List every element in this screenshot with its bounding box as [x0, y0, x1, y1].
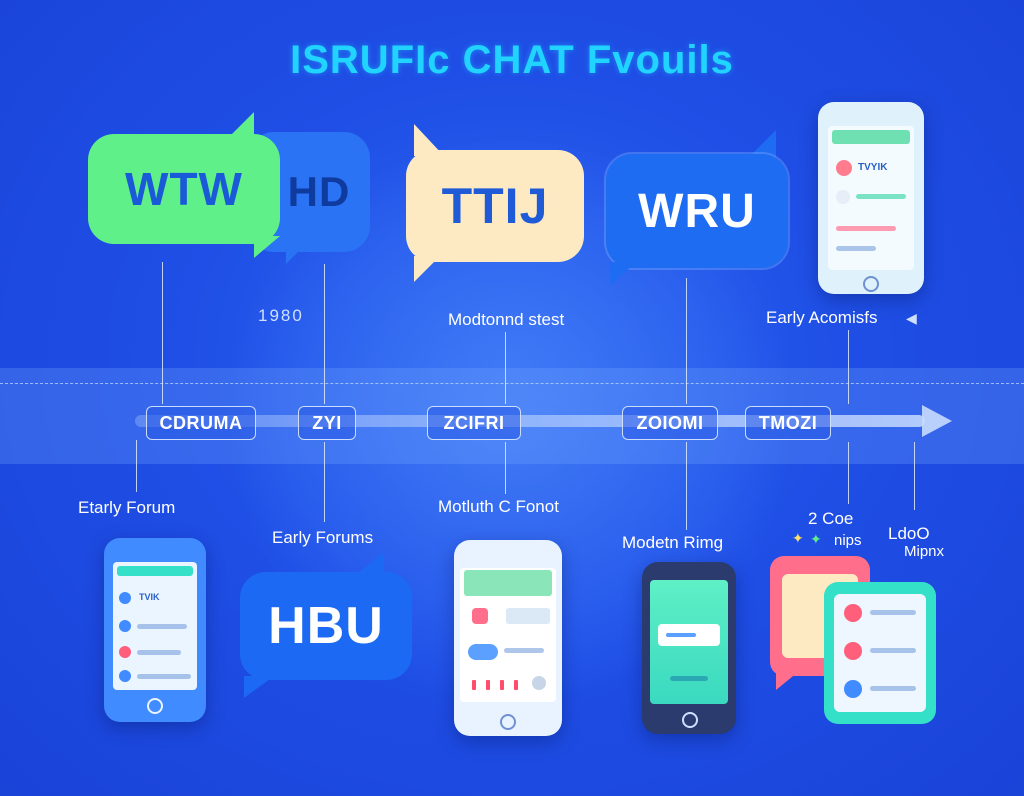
connector-line	[686, 278, 687, 404]
bubble-text: HBU	[268, 597, 384, 655]
caption-label: Early Forums	[272, 528, 374, 547]
text-bar	[504, 648, 544, 653]
avatar	[844, 604, 862, 622]
phone-screen: TVYIK	[828, 126, 914, 270]
chat-bubble-hbu: HBU	[240, 572, 412, 680]
bubble-tail	[228, 112, 254, 138]
avatar	[836, 160, 852, 176]
avatar	[119, 620, 131, 632]
timeline-label: ZOIOMI	[622, 406, 718, 440]
text-bar	[137, 624, 187, 629]
chat-bubble-wtw: WTW	[88, 134, 280, 244]
caption-label: Mipnx	[904, 543, 945, 560]
bubble-text: WRU	[638, 184, 756, 238]
timeline-label: ZCIFRI	[427, 406, 521, 440]
timeline-label: TMOZI	[745, 406, 831, 440]
card-screen	[834, 594, 926, 712]
timeline-dashed-line	[0, 383, 1024, 384]
home-button-icon	[147, 698, 163, 714]
caption-label: Early Acomisfs	[766, 308, 878, 327]
home-button-icon	[863, 276, 879, 292]
caption-label: Etarly Forum	[78, 498, 176, 517]
bubble-text: WTW	[125, 163, 243, 215]
connector-line	[848, 330, 849, 404]
timeline-label: ZYI	[298, 406, 356, 440]
timeline-label: CDRUMA	[146, 406, 256, 440]
avatar	[119, 646, 131, 658]
phone-top-right: TVYIK	[818, 102, 924, 294]
phone-label: TVIK	[139, 592, 160, 602]
avatar	[119, 592, 131, 604]
header-bar	[464, 570, 552, 596]
avatar	[468, 644, 498, 660]
phone-screen: TVIK	[113, 562, 197, 690]
phone-bottom-left: TVIK	[104, 538, 206, 722]
front-card	[824, 582, 936, 724]
phone-label: TVYIK	[858, 162, 888, 173]
text-bar	[870, 610, 916, 615]
text-bar	[836, 246, 876, 251]
connector-line	[136, 440, 137, 492]
status-dot	[472, 680, 476, 690]
bubble-tail	[776, 672, 798, 690]
avatar	[472, 608, 488, 624]
caption-year: 1980	[258, 306, 304, 325]
connector-line	[914, 442, 915, 510]
chat-bubble-ttij: TTIJ	[406, 150, 584, 262]
bubble-tail	[610, 262, 636, 286]
header-bar	[832, 130, 910, 144]
connector-line	[686, 442, 687, 530]
home-button-icon	[682, 712, 698, 728]
phone-bottom-center	[454, 540, 562, 736]
bubble-tail	[244, 676, 274, 698]
status-dot	[500, 680, 504, 690]
bubble-tail	[748, 130, 776, 158]
avatar	[119, 670, 131, 682]
avatar	[532, 676, 546, 690]
page-title: ISRUFIc CHAT Fvouils	[290, 38, 734, 82]
bubble-tail	[414, 256, 440, 282]
chat-bubble-wru: WRU	[606, 154, 788, 268]
status-dot	[486, 680, 490, 690]
phone-screen	[650, 580, 728, 704]
caption-label: 2 Coe	[808, 509, 854, 528]
connector-line	[505, 442, 506, 494]
caption-label: LdoO	[888, 524, 930, 543]
text-bar	[137, 650, 181, 655]
avatar	[836, 190, 850, 204]
header-bar	[117, 566, 193, 576]
text-bar	[870, 686, 916, 691]
text-bar	[666, 633, 696, 637]
avatar	[844, 642, 862, 660]
text-bar	[836, 226, 896, 231]
caption-label: nips	[834, 532, 862, 549]
phone-dark	[642, 562, 736, 734]
sparkle-icon: ✦	[792, 530, 804, 546]
caption-label: Motluth C Fonot	[438, 497, 559, 516]
timeline-arrow-icon	[922, 405, 952, 437]
bubble-text: HD	[287, 168, 351, 215]
text-bar	[856, 194, 906, 199]
connector-line	[324, 442, 325, 522]
speaker-icon: ◀	[906, 310, 917, 326]
text-bar	[870, 648, 916, 653]
bubble-tail	[286, 246, 304, 264]
connector-line	[324, 264, 325, 404]
caption-label: Modtonnd stest	[448, 310, 565, 329]
sparkle-icon: ✦	[810, 531, 822, 547]
connector-line	[162, 262, 163, 404]
connector-line	[848, 442, 849, 504]
caption-label: Modetn Rimg	[622, 533, 724, 552]
status-dot	[514, 680, 518, 690]
phone-screen	[460, 568, 556, 702]
avatar	[844, 680, 862, 698]
connector-line	[505, 332, 506, 404]
text-bar	[670, 676, 708, 681]
home-button-icon	[500, 714, 516, 730]
text-bar	[506, 608, 550, 624]
bubble-tail	[254, 236, 280, 258]
bubble-text: TTIJ	[441, 178, 549, 234]
text-bar	[137, 674, 191, 679]
